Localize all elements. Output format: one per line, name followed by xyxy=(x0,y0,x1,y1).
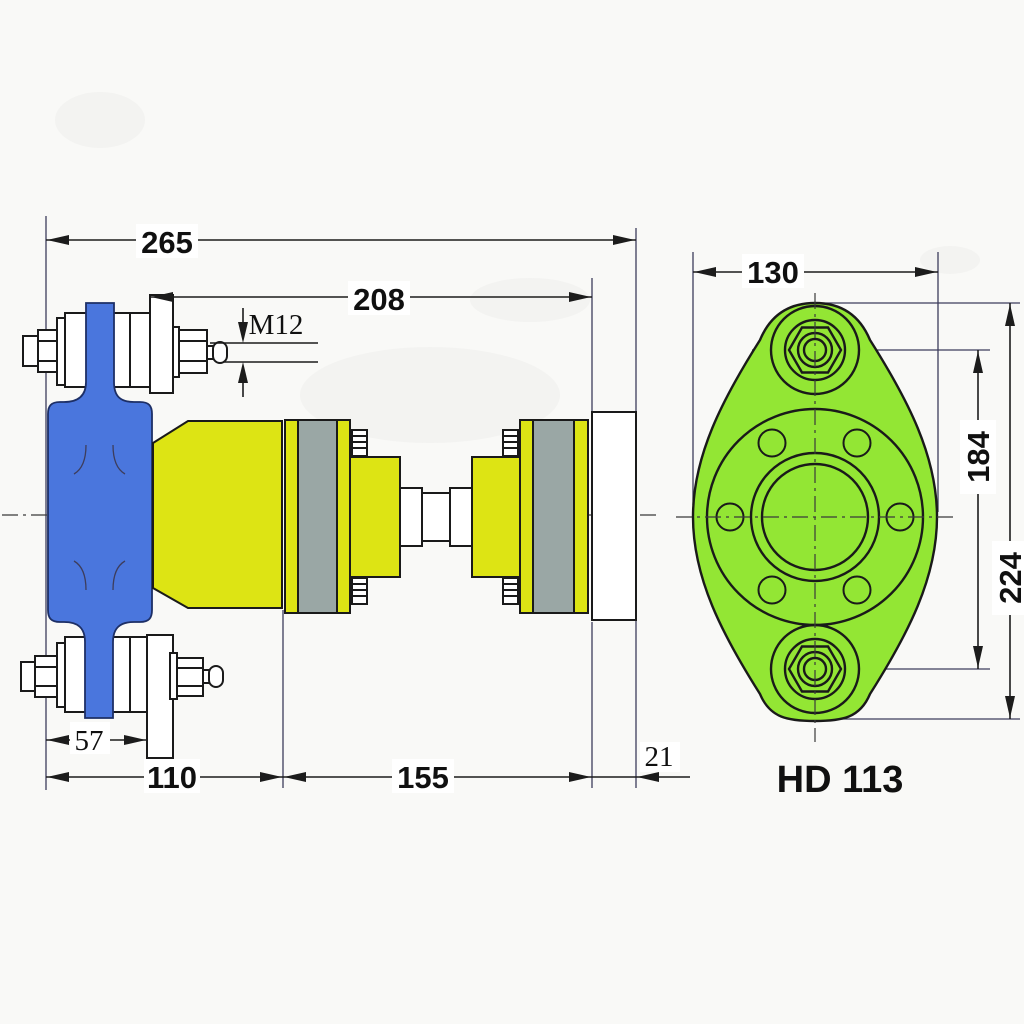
dim-224-label: 224 xyxy=(993,551,1024,603)
flange-front xyxy=(676,293,958,742)
dim-21-label: 21 xyxy=(645,741,674,773)
coupling-cone xyxy=(152,420,283,609)
shaft xyxy=(399,487,473,547)
dim-110-label: 110 xyxy=(147,760,197,795)
dim-184-label: 184 xyxy=(961,430,996,482)
dim-m12-label: M12 xyxy=(249,309,304,341)
side-view: 265 208 M12 57 xyxy=(2,216,690,795)
dimension-bracket-length: 110 xyxy=(46,759,283,795)
clamp-ring-left xyxy=(297,419,338,614)
dimension-overall-length: 265 xyxy=(46,224,636,260)
top-mount-plate xyxy=(149,294,174,394)
model-label: HD 113 xyxy=(777,759,904,801)
dimension-body-length: 208 xyxy=(150,281,592,317)
dim-155-label: 155 xyxy=(397,760,449,795)
scan-artifacts xyxy=(55,92,980,443)
bottom-mount-plate xyxy=(146,634,174,759)
dim-130-label: 130 xyxy=(747,255,799,290)
dimension-flange-width: 130 xyxy=(693,254,938,290)
top-hex-nut xyxy=(178,329,208,374)
dim-265-label: 265 xyxy=(141,225,193,260)
bottom-hex-nut xyxy=(176,657,204,697)
blue-bracket xyxy=(47,302,153,719)
clamp-screws xyxy=(351,429,519,605)
bolt-holes xyxy=(715,428,915,605)
flange-plate-side xyxy=(591,411,637,621)
dim-208-label: 208 xyxy=(353,282,405,317)
dimension-coupling-length: 155 xyxy=(283,759,592,795)
dimension-bushing-width: 57 xyxy=(46,722,147,757)
front-view: 130 184 224 HD 113 xyxy=(676,252,1024,801)
coupling-body xyxy=(152,419,589,614)
hub-left xyxy=(349,456,401,578)
m12-stud xyxy=(212,341,228,364)
dimension-bolt-center-distance: 184 xyxy=(960,350,996,669)
dimension-thread-size: M12 xyxy=(210,308,318,397)
dimension-flange-height: 224 xyxy=(992,303,1024,719)
dimension-flange-thickness: 21 xyxy=(592,741,690,782)
top-bolt-assembly xyxy=(22,294,228,394)
dim-57-label: 57 xyxy=(75,725,104,757)
hub-right xyxy=(471,456,521,578)
clamp-ring-right xyxy=(532,419,575,614)
